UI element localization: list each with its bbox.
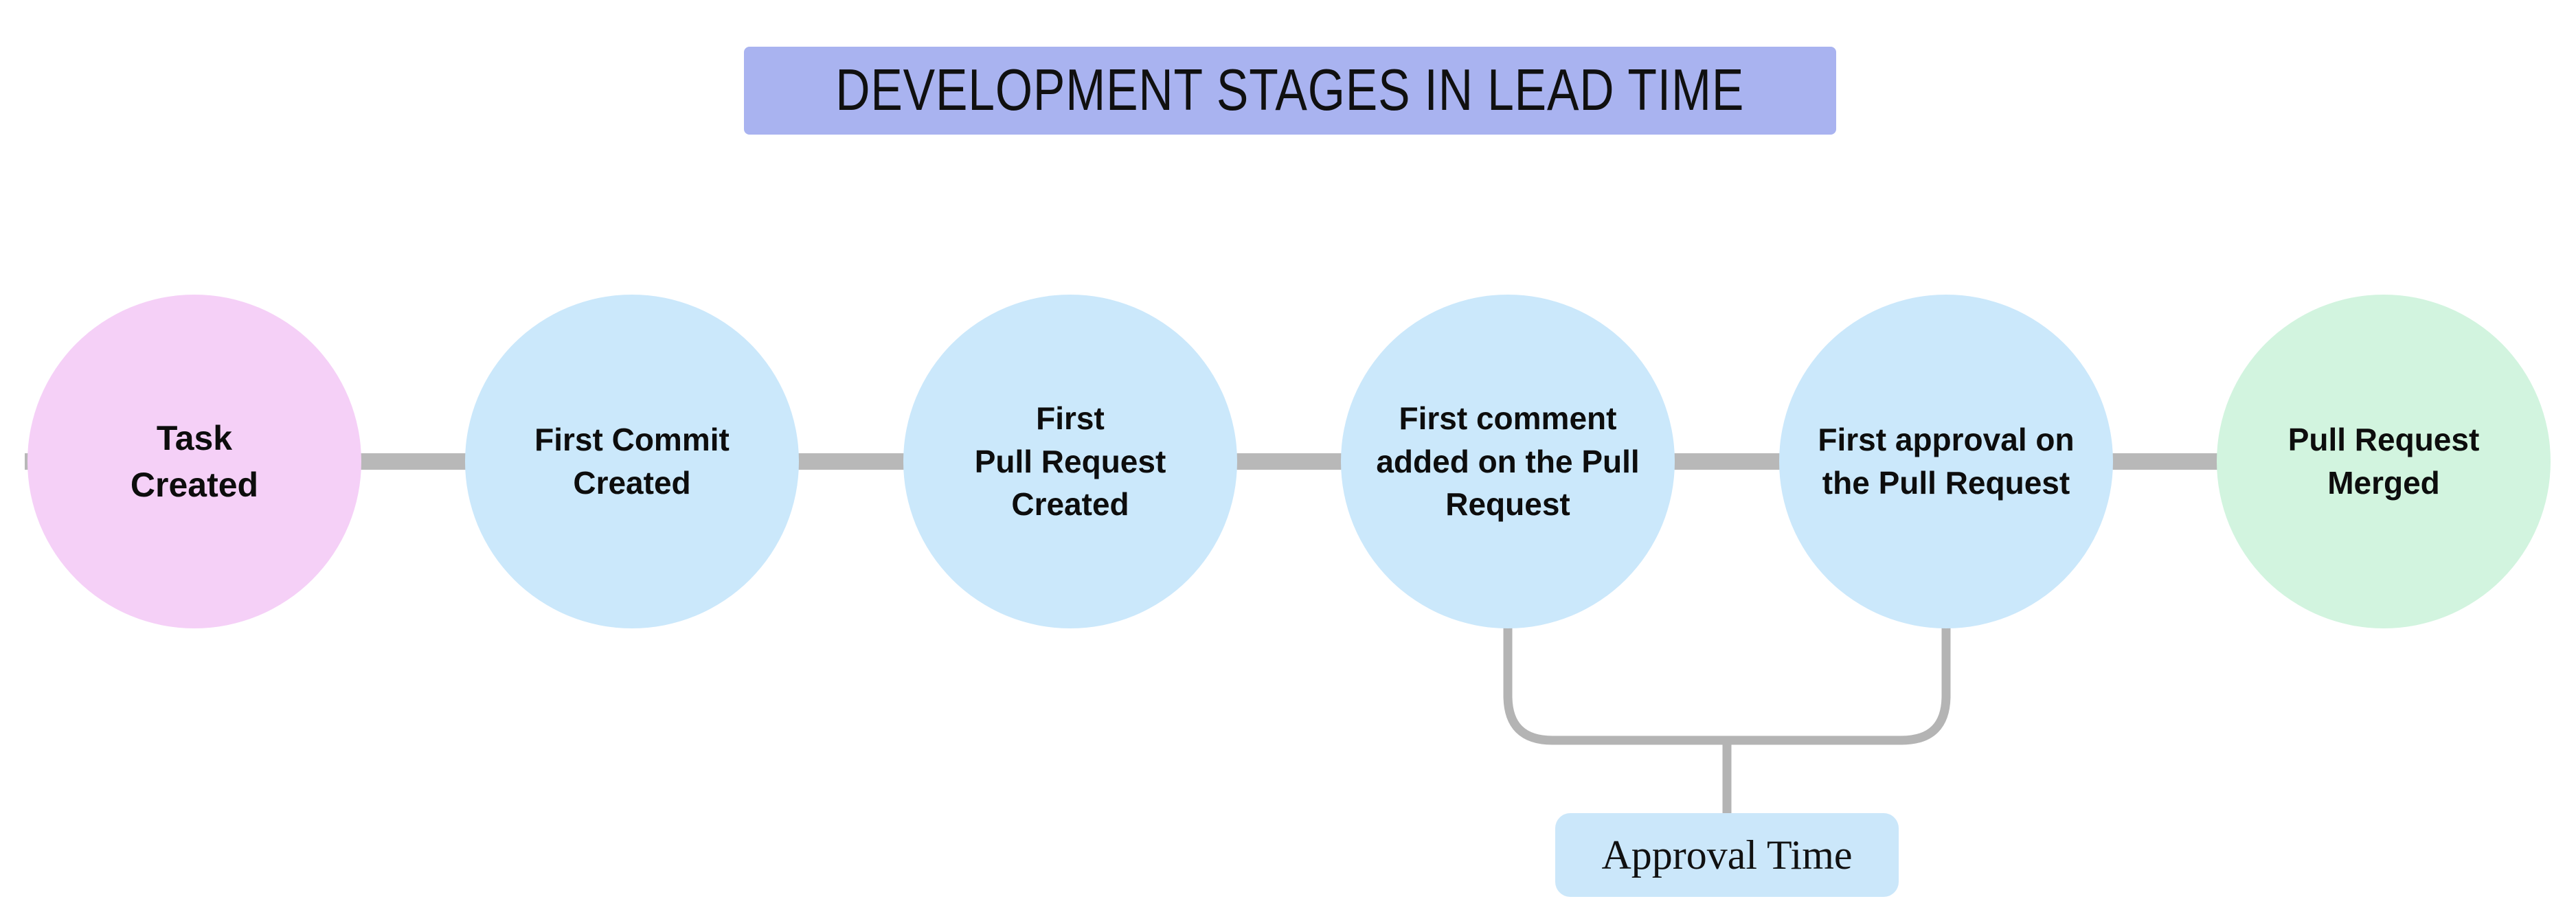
approval-time-label: Approval Time bbox=[1555, 813, 1899, 897]
stage-label-first-approval: First approval on the Pull Request bbox=[1818, 422, 2075, 501]
stage-label-first-comment-added: First comment added on the Pull Request bbox=[1376, 400, 1640, 523]
stage-label-first-pull-request-created: First Pull Request Created bbox=[974, 400, 1166, 523]
title-banner: DEVELOPMENT STAGES IN LEAD TIME bbox=[744, 47, 1836, 135]
stage-circle-task-created: Task Created bbox=[27, 295, 361, 628]
stage-label-first-commit-created: First Commit Created bbox=[534, 422, 730, 501]
approval-bracket-curve bbox=[1503, 620, 1951, 745]
stage-circle-pull-request-merged: Pull Request Merged bbox=[2217, 295, 2551, 628]
stage-circle-first-approval: First approval on the Pull Request bbox=[1779, 295, 2113, 628]
stage-circle-first-comment-added: First comment added on the Pull Request bbox=[1341, 295, 1675, 628]
page-title: DEVELOPMENT STAGES IN LEAD TIME bbox=[835, 58, 1745, 123]
stage-label-pull-request-merged: Pull Request Merged bbox=[2287, 422, 2480, 501]
stage-circle-first-pull-request-created: First Pull Request Created bbox=[903, 295, 1237, 628]
stage-circle-first-commit-created: First Commit Created bbox=[465, 295, 799, 628]
stage-label-task-created: Task Created bbox=[130, 419, 259, 504]
approval-time-text: Approval Time bbox=[1601, 832, 1853, 878]
